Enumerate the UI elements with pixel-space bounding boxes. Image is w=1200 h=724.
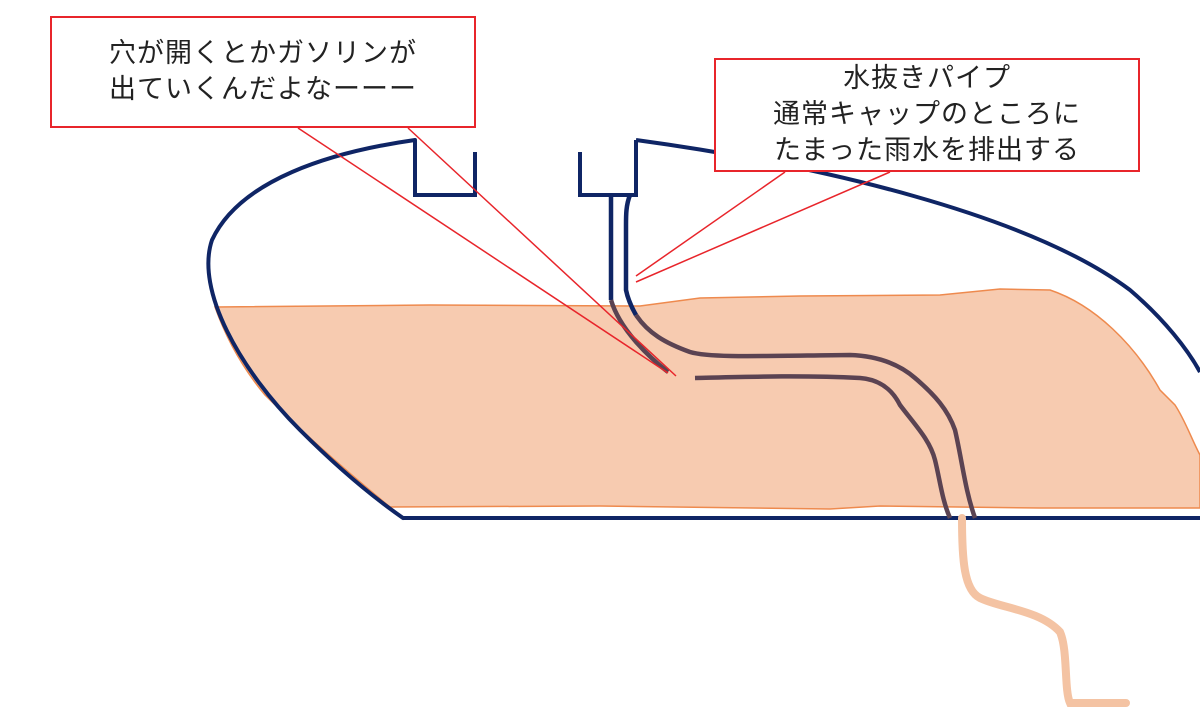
callout-drain-pipe: 水抜きパイプ 通常キャップのところに たまった雨水を排出する [714, 58, 1140, 172]
pointer-line-leak-2 [407, 127, 677, 377]
callout-gasoline-leak-line-1: 穴が開くとかガソリンが [109, 38, 417, 69]
drain-pipe-wall-bottom [694, 374, 953, 519]
pointer-line-drain-2 [635, 171, 891, 283]
pointer-line-leak-1 [297, 127, 669, 374]
fuel-level-fill [213, 288, 1200, 510]
drain-hose [958, 514, 1130, 707]
filler-neck-left [413, 140, 477, 197]
drain-pipe-wall-lower [634, 313, 978, 519]
callout-drain-pipe-line-1: 水抜きパイプ [843, 63, 1011, 94]
pointer-line-drain-1 [635, 171, 786, 277]
callout-gasoline-leak-line-2: 出ていくんだよなーーー [109, 74, 417, 105]
callout-gasoline-leak: 穴が開くとかガソリンが 出ていくんだよなーーー [50, 16, 476, 128]
tank-outline [206, 138, 417, 520]
filler-neck-right [578, 140, 638, 197]
callout-drain-pipe-line-3: たまった雨水を排出する [773, 135, 1081, 166]
drain-pipe-inner-top [623, 194, 638, 317]
drain-pipe-wall-upper [608, 299, 670, 374]
callout-drain-pipe-line-2: 通常キャップのところに [773, 99, 1081, 130]
